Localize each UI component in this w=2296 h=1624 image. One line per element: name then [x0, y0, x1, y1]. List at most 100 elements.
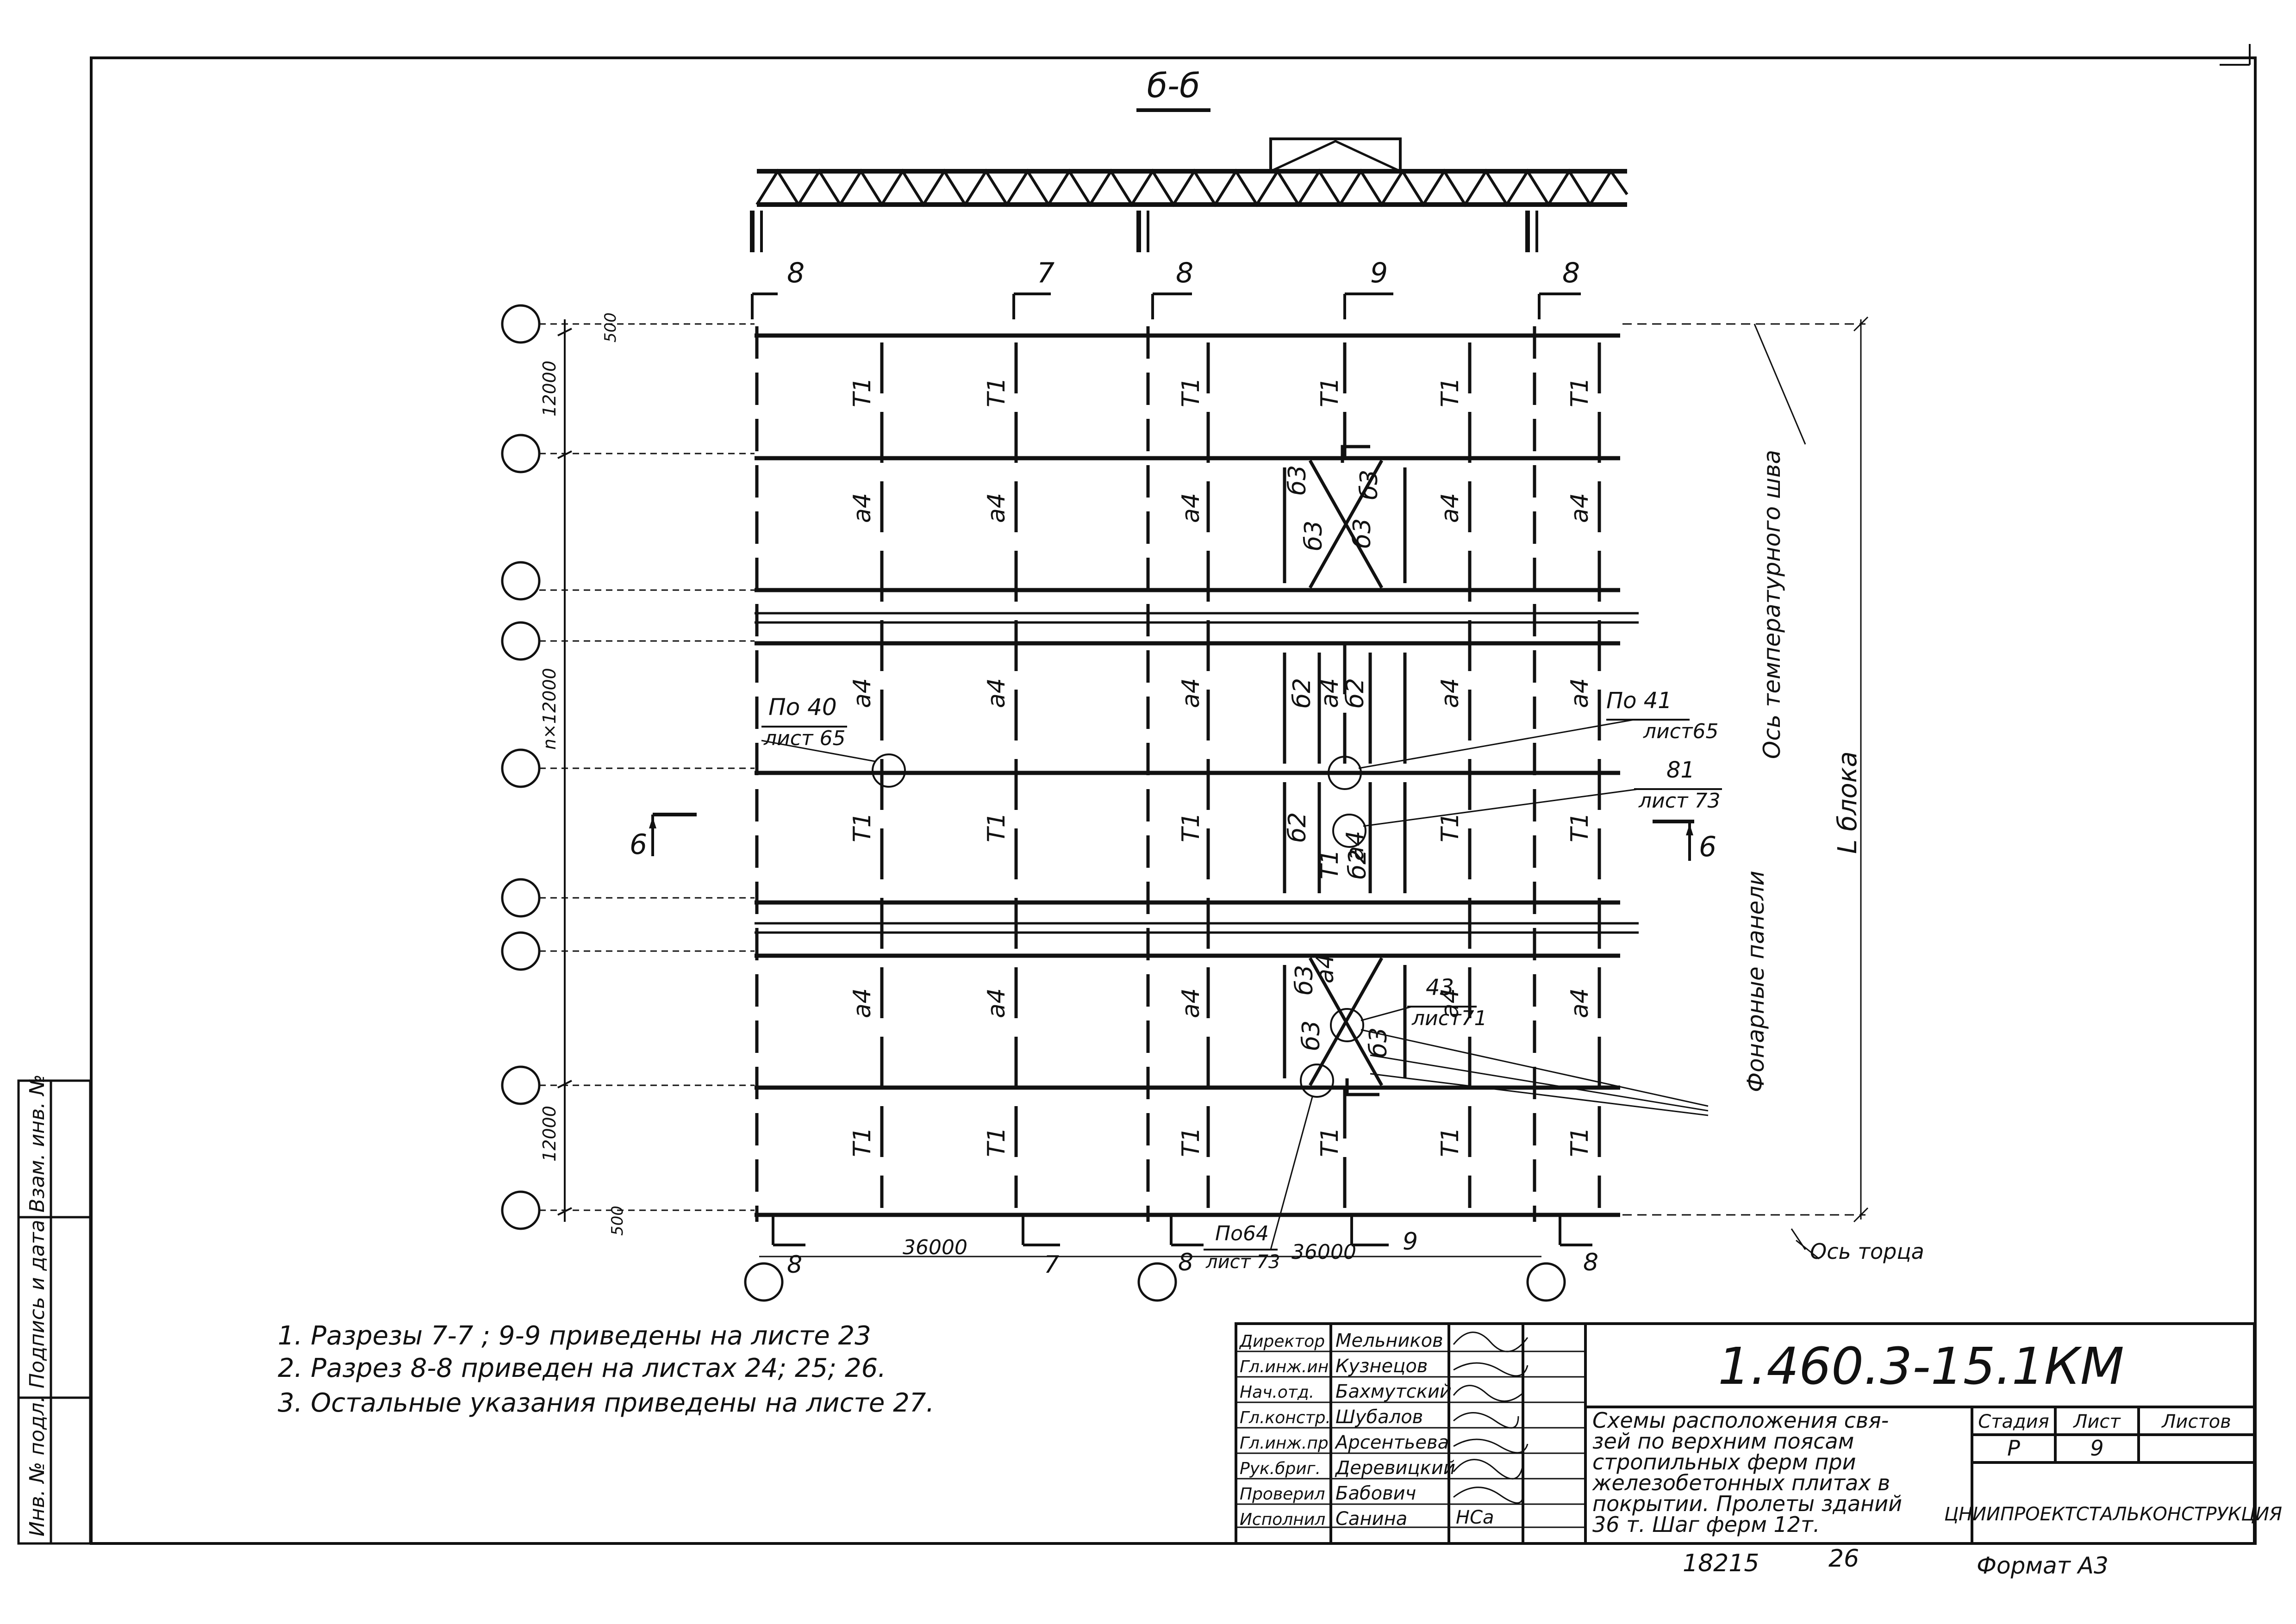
member-label-a4: a4 — [849, 988, 876, 1018]
left-dimension — [557, 319, 572, 1222]
top-cut-labels: 8 7 8 9 8 — [787, 257, 1580, 289]
section-title: б-б — [1147, 66, 1200, 105]
member-label-t1: T1 — [849, 1127, 876, 1157]
member-label-t1: T1 — [1177, 812, 1205, 842]
label-end-axis: Ось торца — [1810, 1239, 1924, 1264]
grid-mark-1: 8 — [787, 257, 805, 289]
member-label-a4: a4 — [849, 678, 876, 708]
member-label-b3: б3 — [1348, 518, 1376, 548]
member-label-a4: a4 — [983, 988, 1011, 1018]
svg-text:43: 43 — [1426, 975, 1454, 1001]
truss-elevation — [750, 137, 1628, 252]
sheet-value: 9 — [2090, 1436, 2103, 1461]
footer-page: 26 — [1828, 1545, 1859, 1573]
staff-role: Проверил — [1240, 1485, 1325, 1504]
note-1: 1. Разрезы 7-7 ; 9-9 приведены на листе … — [278, 1321, 871, 1351]
member-label-t1: T1 — [849, 377, 876, 407]
member-label-b3: б3 — [1298, 1020, 1325, 1051]
member-label-t1: T1 — [983, 377, 1011, 407]
section-marker-left: 6 — [630, 813, 697, 861]
staff-name: Шубалов — [1335, 1406, 1423, 1428]
signatures — [1453, 1332, 1529, 1504]
member-label-t1: T1 — [1177, 1127, 1205, 1157]
axis-circles — [501, 304, 1566, 1302]
svg-text:железобетонных плитах в: железобетонных плитах в — [1592, 1470, 1890, 1495]
section-marker-right: 6 — [1653, 820, 1716, 863]
stage-value: Р — [2007, 1436, 2020, 1461]
bottom-cut-marks — [772, 1215, 1592, 1246]
grid-mark-4: 9 — [1370, 257, 1388, 289]
svg-text:6: 6 — [630, 828, 647, 861]
member-label-b3: б3 — [1291, 965, 1318, 995]
dim-bottom-500: 500 — [608, 1206, 627, 1236]
stage-header: Стадия — [1978, 1411, 2049, 1432]
staff-name: Мельников — [1335, 1330, 1443, 1351]
doc-code: 1.460.3-15.1КМ — [1718, 1337, 2124, 1396]
title-block-grid — [1235, 1322, 2256, 1545]
member-label-a4: a4 — [983, 678, 1011, 708]
callout-81: 81 лист 73 — [1332, 757, 1722, 848]
svg-text:покрытии. Пролеты зданий: покрытии. Пролеты зданий — [1592, 1491, 1902, 1516]
staff-name: Бахмутский — [1335, 1381, 1452, 1402]
label-temp-seam: Ось температурного шва — [1759, 450, 1785, 759]
svg-text:8: 8 — [787, 1251, 802, 1279]
member-label-a4: a4 — [849, 493, 876, 523]
member-label-b3: б3 — [1284, 465, 1311, 495]
member-label-b3: б3 — [1355, 470, 1383, 500]
lantern-leaders — [1360, 1029, 1709, 1116]
side-stamp — [17, 1079, 92, 1545]
member-label-b2: б2 — [1288, 678, 1316, 708]
staff-role: Гл.констр. — [1240, 1408, 1331, 1427]
purlin-lines — [880, 342, 1601, 1208]
member-label-t1: T1 — [1566, 377, 1594, 407]
svg-text:81: 81 — [1666, 757, 1695, 783]
notes: 1. Разрезы 7-7 ; 9-9 приведены на листе … — [278, 1321, 934, 1418]
member-label-t1: T1 — [1316, 1127, 1344, 1157]
label-block-length: L блока — [1833, 751, 1863, 854]
member-label-a4: a4 — [1316, 678, 1344, 708]
member-label-b3: б3 — [1300, 521, 1328, 551]
member-label-a4: a4 — [1311, 953, 1339, 983]
svg-text:Схемы расположения свя-: Схемы расположения свя- — [1592, 1408, 1889, 1433]
staff-name: Арсентьева — [1334, 1432, 1449, 1453]
member-label-a4: a4 — [1177, 988, 1205, 1018]
svg-text:По 40: По 40 — [768, 694, 837, 721]
grid-mark-2: 7 — [1037, 257, 1054, 289]
member-label-b2: б2 — [1284, 812, 1311, 842]
note-2: 2. Разрез 8-8 приведен на листах 24; 25;… — [278, 1353, 886, 1383]
svg-text:36 т. Шаг ферм 12т.: 36 т. Шаг ферм 12т. — [1592, 1512, 1820, 1537]
member-label-t1: T1 — [1566, 812, 1594, 842]
dim-n12000: n×12000 — [539, 668, 560, 750]
svg-text:8: 8 — [1583, 1249, 1598, 1276]
staff-role: Директор — [1239, 1332, 1325, 1351]
doc-description: Схемы расположения свя- зей по верхним п… — [1592, 1408, 1902, 1537]
member-label-a4: a4 — [1436, 988, 1464, 1018]
side-stamp-sign: Подпись и дата — [25, 1220, 49, 1388]
member-label-t1: T1 — [1177, 377, 1205, 407]
member-label-t1: T1 — [1436, 812, 1464, 842]
top-cut-marks — [751, 292, 1581, 319]
member-label-a4: a4 — [1566, 988, 1594, 1018]
member-label-a4: a4 — [1177, 493, 1205, 523]
outer-frame — [90, 56, 2257, 1545]
footer-format: Формат А3 — [1977, 1552, 2109, 1579]
block-length-dimension — [1622, 316, 1869, 1223]
svg-text:9: 9 — [1403, 1228, 1418, 1256]
svg-text:7: 7 — [1044, 1251, 1059, 1279]
member-label-a4: a4 — [1177, 678, 1205, 708]
svg-text:лист65: лист65 — [1643, 720, 1719, 743]
member-label-b2: б2 — [1344, 849, 1372, 879]
staff-role: Гл.инж.пр. — [1240, 1434, 1334, 1453]
member-label-a4: a4 — [1436, 493, 1464, 523]
member-label-a4: a4 — [983, 493, 1011, 523]
callout-po64: По64 лист 73 — [1204, 1064, 1334, 1273]
staff-role: Нач.отд. — [1240, 1383, 1314, 1402]
member-label-t1: T1 — [1316, 377, 1344, 407]
organization: ЦНИИПРОЕКТСТАЛЬКОНСТРУКЦИЯ — [1944, 1504, 2282, 1525]
svg-text:По 41: По 41 — [1606, 688, 1672, 714]
member-label-t1: T1 — [983, 812, 1011, 842]
grid-mark-5: 8 — [1562, 257, 1580, 289]
member-label-b2: б2 — [1341, 678, 1369, 708]
